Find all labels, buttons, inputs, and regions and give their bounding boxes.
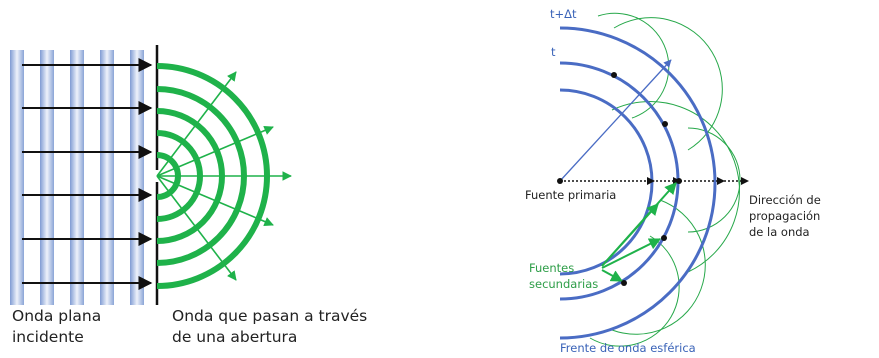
wave-stripe — [10, 50, 24, 305]
secondary-arrow — [601, 203, 659, 267]
aperture-wave-label: Onda que pasan a través de una abertura — [172, 306, 367, 348]
aperture-label-line: Onda que pasan a través — [172, 307, 368, 325]
axis-arrow — [741, 177, 749, 185]
diffracted-ray — [156, 71, 237, 177]
diffracted-ray — [156, 125, 274, 177]
secondary-wavelets — [589, 12, 741, 347]
axis-arrow — [647, 177, 655, 185]
secondary-wavelet — [611, 101, 740, 273]
secondary-arrows — [601, 182, 677, 282]
t-label: t — [551, 45, 556, 59]
wave-stripe — [130, 50, 144, 305]
axis-arrow — [717, 177, 725, 185]
secondary-sources-label: Fuentes secundarias — [529, 260, 598, 292]
radial-ray — [559, 59, 672, 182]
incident-label-line: incidente — [12, 328, 84, 346]
secondary-arrow — [601, 269, 624, 282]
incident-arrows — [22, 58, 153, 290]
secondary-label-line: Fuentes — [529, 261, 575, 275]
secondary-source-point — [662, 121, 668, 127]
direction-label-line: Dirección de propagación — [749, 193, 821, 223]
secondary-source-point — [621, 280, 627, 286]
diffracted-ray — [156, 175, 274, 227]
secondary-wavelet — [589, 235, 680, 347]
inner-wavefront — [559, 88, 654, 276]
diffracted-rays — [156, 71, 292, 281]
propagation-direction-label: Dirección de propagación de la onda — [749, 192, 879, 240]
secondary-wavelet — [687, 127, 741, 233]
wave-stripe — [100, 50, 114, 305]
secondary-points — [611, 72, 682, 286]
aperture-label-line: de una abertura — [172, 328, 298, 346]
secondary-label-line: secundarias — [529, 277, 599, 291]
wave-stripe — [40, 50, 54, 305]
primary-source-point — [557, 178, 563, 184]
spherical-front-label: Frente de onda esférica — [560, 341, 696, 355]
secondary-wavelet — [613, 17, 723, 151]
diffracted-ray — [156, 175, 237, 281]
plane-wave-stripes — [10, 50, 144, 305]
wave-stripe — [70, 50, 84, 305]
direction-label-line: de la onda — [749, 225, 810, 239]
t-dt-label: t+Δt — [550, 7, 577, 21]
secondary-source-point — [611, 72, 617, 78]
incident-label-line: Onda plana — [12, 307, 102, 325]
secondary-source-point — [676, 178, 682, 184]
primary-source-label: Fuente primaria — [525, 188, 617, 202]
huygens-right-panel — [557, 12, 749, 347]
wavefront-t-dt — [559, 26, 717, 340]
secondary-wavelet — [611, 199, 706, 335]
incident-wave-label: Onda plana incidente — [12, 306, 101, 348]
secondary-source-point — [661, 235, 667, 241]
secondary-arrow — [601, 238, 662, 269]
